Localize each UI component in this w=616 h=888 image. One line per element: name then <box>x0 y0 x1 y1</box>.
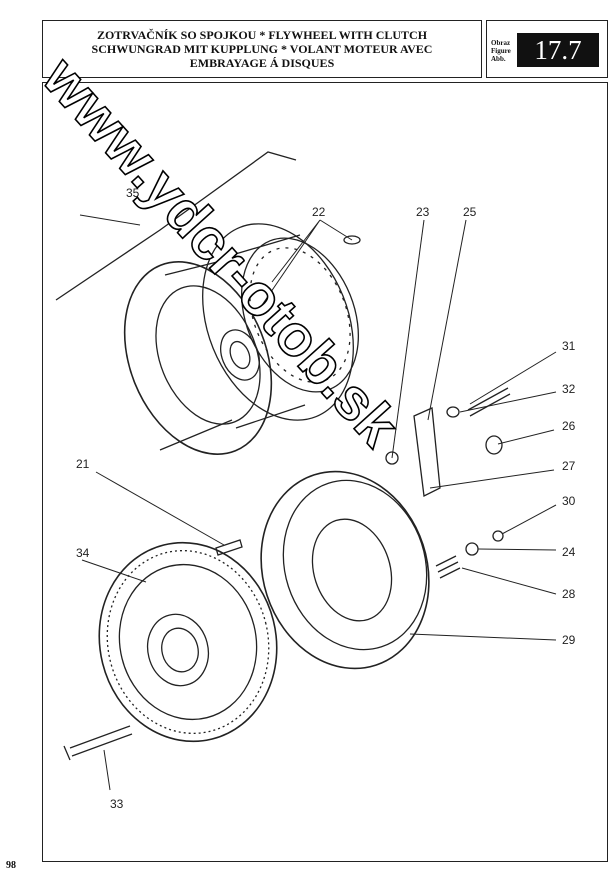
flywheel-ring-gear <box>98 541 278 743</box>
nut-26 <box>485 435 503 455</box>
title-line-2: SCHWUNGRAD MIT KUPPLUNG * VOLANT MOTEUR … <box>91 42 433 56</box>
nut-24 <box>465 542 479 556</box>
callout-22: 22 <box>312 205 326 219</box>
figure-words: Obraz Figure Abb. <box>491 39 511 63</box>
long-bolt-33 <box>63 725 133 761</box>
callout-24: 24 <box>562 545 576 559</box>
watermark: www.ydcr-otob.sk <box>30 44 412 458</box>
figure-word-sk: Obraz <box>491 39 511 47</box>
engine-outline <box>55 151 297 301</box>
figure-number: 17.7 <box>517 33 599 67</box>
callout-35: 35 <box>126 186 140 200</box>
leader-lines <box>79 214 557 791</box>
callout-34: 34 <box>76 546 90 560</box>
callout-32: 32 <box>562 382 576 396</box>
callout-31: 31 <box>562 339 576 353</box>
callout-27: 27 <box>562 459 576 473</box>
callout-30: 30 <box>562 494 576 508</box>
clutch-disc-assembly <box>123 223 360 455</box>
spring-28 <box>435 555 461 579</box>
nut-30 <box>492 530 504 542</box>
title-line-1: ZOTRVAČNÍK SO SPOJKOU * FLYWHEEL WITH CL… <box>96 28 428 42</box>
pin-22 <box>343 235 361 245</box>
figure-word-de: Abb. <box>491 55 506 63</box>
washer-32 <box>446 406 460 418</box>
callout-23: 23 <box>416 205 430 219</box>
drawing-frame <box>42 82 608 862</box>
spring-31 <box>467 387 511 417</box>
callout-29: 29 <box>562 633 576 647</box>
bolt-21 <box>215 539 243 556</box>
callout-21: 21 <box>76 457 90 471</box>
callout-28: 28 <box>562 587 576 601</box>
page-number: 98 <box>6 860 16 871</box>
figure-word-en: Figure <box>491 47 511 55</box>
title-box: ZOTRVAČNÍK SO SPOJKOU * FLYWHEEL WITH CL… <box>42 20 482 78</box>
release-lever <box>385 407 441 497</box>
callout-25: 25 <box>463 205 477 219</box>
pressure-plate <box>260 470 430 670</box>
callout-26: 26 <box>562 419 576 433</box>
callout-33: 33 <box>110 797 124 811</box>
figure-box: Obraz Figure Abb. 17.7 <box>486 20 608 78</box>
title-line-3: EMBRAYAGE Á DISQUES <box>189 56 335 70</box>
